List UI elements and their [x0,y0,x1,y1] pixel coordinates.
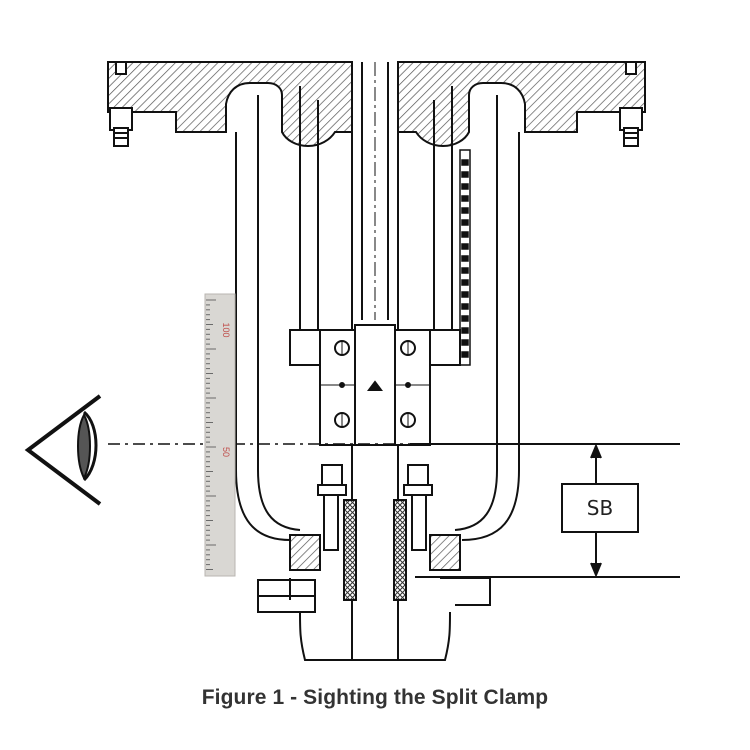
stroke-indicator [459,149,471,366]
indicator-tick [461,195,469,202]
indicator-tick [461,303,469,310]
gland-stud-left [317,464,347,551]
indicator-tick [461,327,469,334]
indicator-tick [461,291,469,298]
indicator-tick [461,255,469,262]
yoke-housing [235,86,520,541]
indicator-tick [461,243,469,250]
flange-bolt-left [109,61,133,147]
eye-icon [24,394,102,506]
gland-stud-right [403,464,433,551]
indicator-tick [461,231,469,238]
dimension-label: SB [587,496,613,520]
indicator-tick [461,207,469,214]
sb-dimension [410,443,680,578]
indicator-tick [461,159,469,166]
split-clamp [289,324,461,446]
bonnet-base [257,577,491,661]
indicator-tick [461,219,469,226]
flange-bolt-right [619,61,643,147]
indicator-tick [461,183,469,190]
indicator-tick [461,351,469,358]
ruler-label-50: 50 [221,447,231,457]
figure-caption: Figure 1 - Sighting the Split Clamp [201,686,549,709]
ruler: 100 50 [204,293,236,577]
top-flange [107,61,646,148]
packing-gland [289,499,461,601]
indicator-tick [461,315,469,322]
indicator-tick [461,279,469,286]
indicator-tick [461,339,469,346]
ruler-label-100: 100 [221,322,231,337]
indicator-tick [461,267,469,274]
indicator-tick [461,171,469,178]
